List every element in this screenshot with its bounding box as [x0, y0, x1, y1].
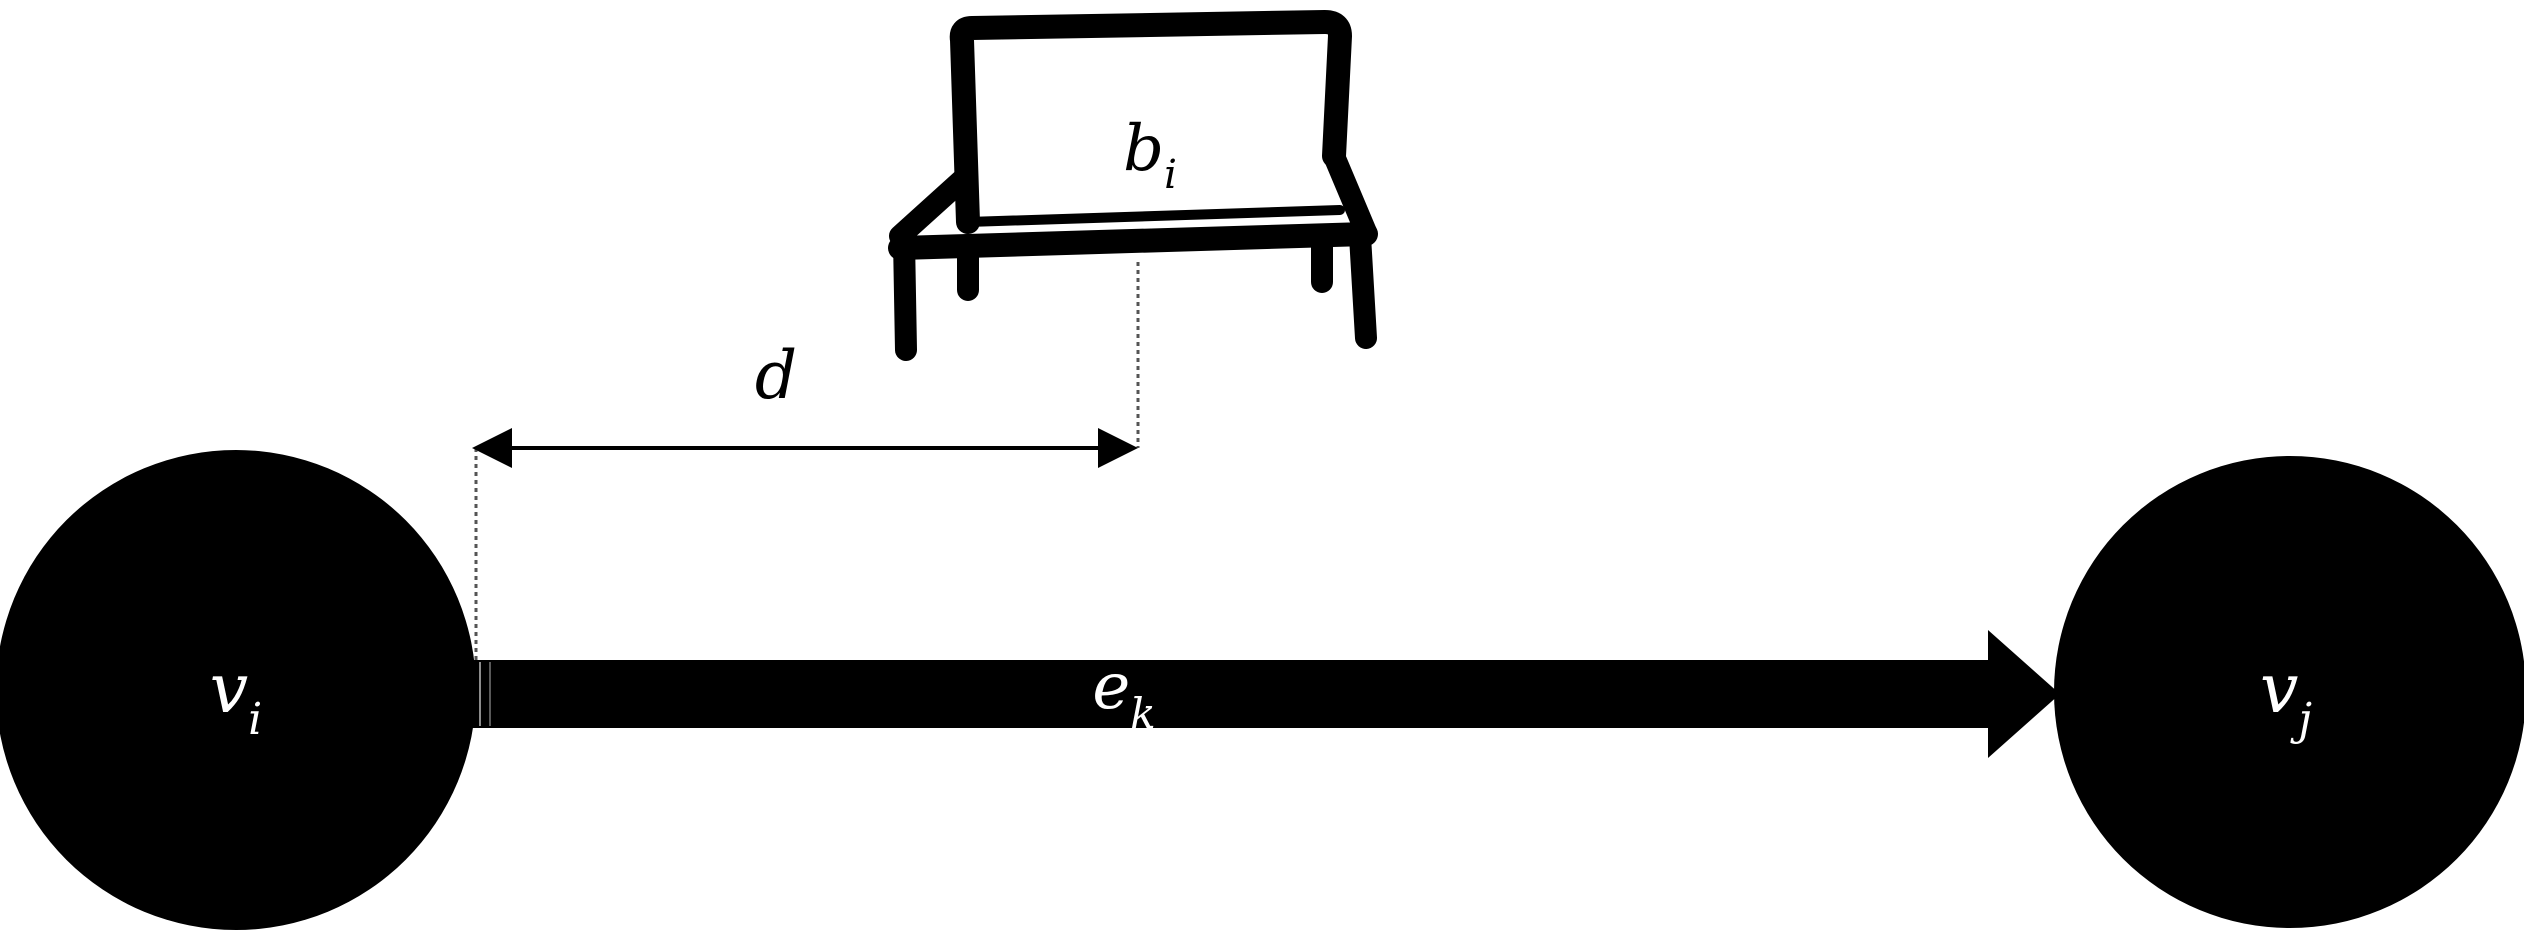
- bench-seat-back-edge: [963, 205, 1345, 227]
- edge-label: ek: [1092, 650, 1155, 738]
- bench-right-side: [1323, 145, 1377, 243]
- node-left-label-name: v: [210, 650, 248, 729]
- bench-backrest: [949, 10, 1352, 234]
- node-left-label: vi: [210, 650, 263, 745]
- distance-arrow-head-left: [472, 428, 512, 468]
- bench-left-leg: [893, 229, 917, 361]
- edge-label-name: e: [1092, 650, 1130, 724]
- bench-label: bi: [1123, 112, 1177, 198]
- distance-label: d: [755, 337, 797, 414]
- bench-label-sub: i: [1164, 152, 1177, 198]
- distance-arrow-head-right: [1098, 428, 1138, 468]
- bench-icon: [888, 10, 1378, 361]
- bench-left-side: [889, 169, 973, 247]
- node-left-circle: [0, 450, 476, 930]
- bench-right-leg: [1349, 225, 1377, 349]
- bench-label-name: b: [1123, 112, 1164, 186]
- edge-label-sub: k: [1130, 689, 1155, 738]
- node-right-label-name: v: [2260, 650, 2298, 729]
- node-right-circle: [2054, 456, 2524, 928]
- edge-arrow-head: [1988, 630, 2060, 758]
- edge-arrow-shaft: [470, 660, 1990, 728]
- node-left-label-sub: i: [248, 694, 262, 745]
